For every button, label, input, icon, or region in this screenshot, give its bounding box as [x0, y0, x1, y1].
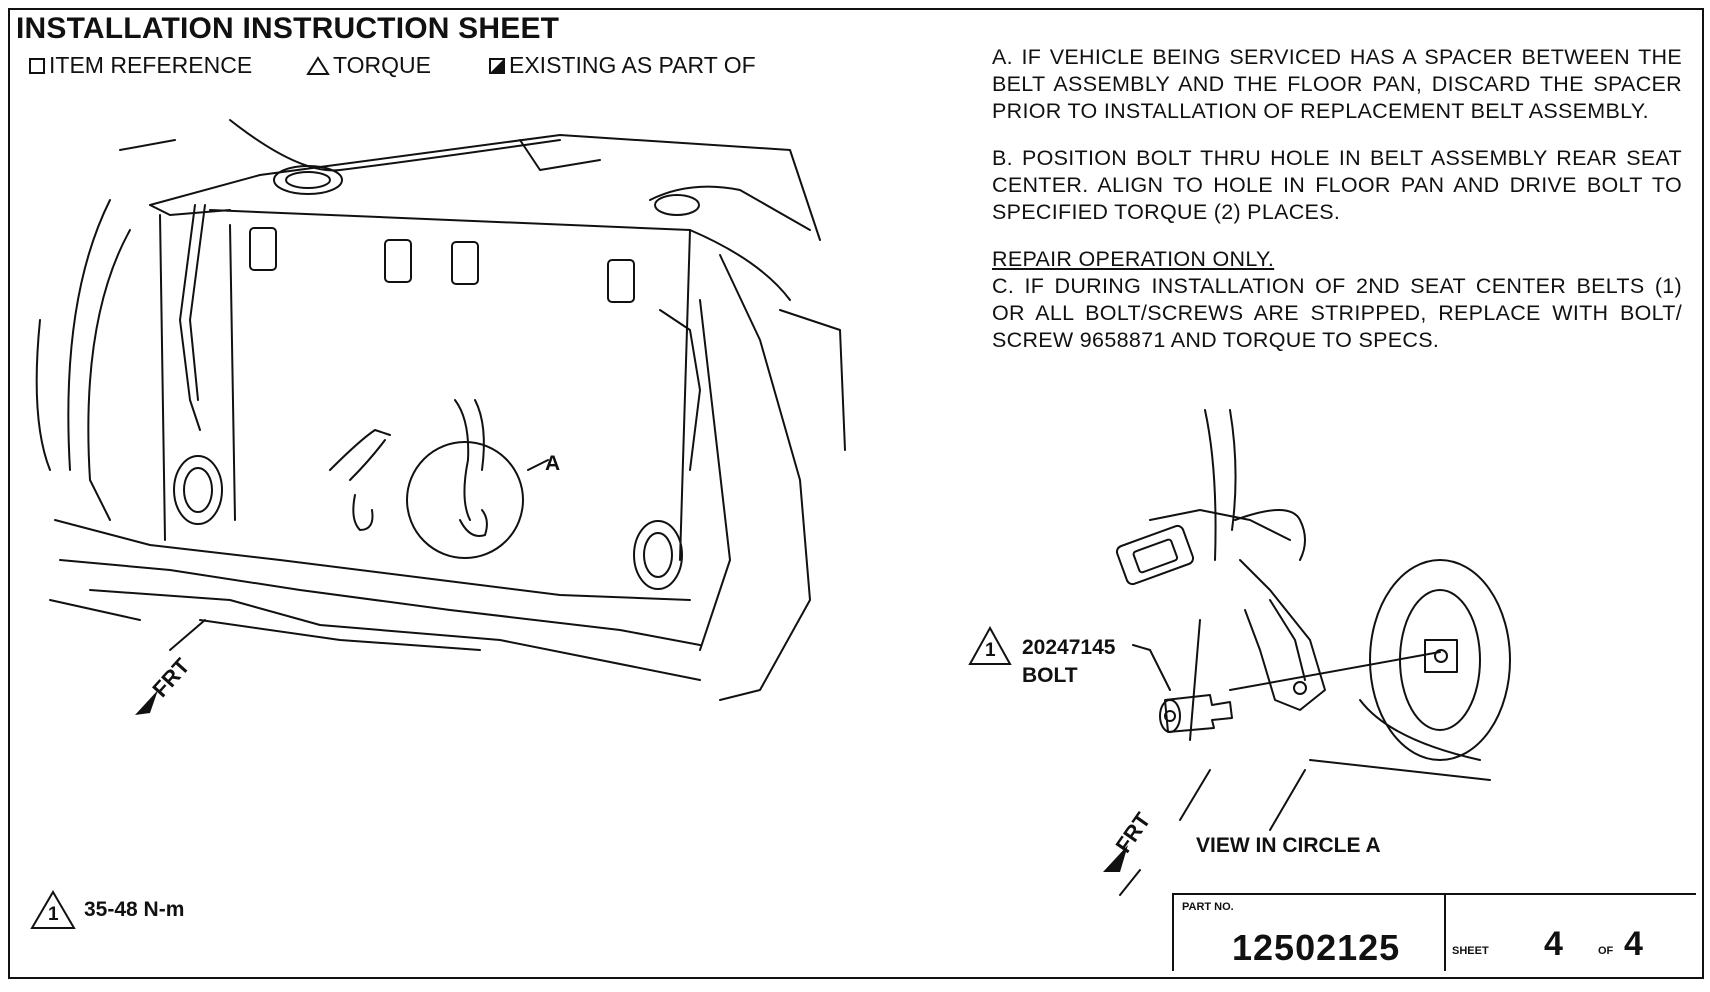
front-arrow-icon-left: [135, 690, 158, 715]
square-icon: [29, 57, 45, 74]
legend-item-reference-label: ITEM REFERENCE: [49, 52, 253, 78]
title-block: PART NO. 12502125 SHEET 4 OF 4: [1172, 893, 1696, 971]
legend-torque-label: TORQUE: [333, 52, 431, 78]
legend-torque: TORQUE: [306, 52, 431, 79]
instruction-sheet: [8, 8, 1704, 979]
circle-a-callout: A: [545, 452, 561, 475]
bolt-torque-ref-number: 1: [985, 640, 996, 661]
view-caption: VIEW IN CIRCLE A: [1196, 834, 1381, 857]
torque-value: 35-48 N-m: [84, 898, 185, 921]
triangle-icon: [306, 55, 330, 75]
torque-ref-icon: 1: [30, 890, 76, 930]
sheet-label: SHEET: [1452, 945, 1489, 957]
sheet-title: INSTALLATION INSTRUCTION SHEET: [16, 12, 560, 45]
repair-operation-heading: REPAIR OPERATION ONLY.: [992, 247, 1275, 271]
bolt-torque-ref: 1: [968, 625, 1012, 671]
sheet-total: 4: [1624, 925, 1643, 963]
instruction-notes: A. IF VEHICLE BEING SERVICED HAS A SPACE…: [992, 44, 1682, 354]
legend-existing: EXISTING AS PART OF: [488, 52, 756, 79]
note-a: A. IF VEHICLE BEING SERVICED HAS A SPACE…: [992, 45, 1682, 123]
front-arrow-icon-right: [1103, 845, 1128, 872]
part-number-label: PART NO.: [1182, 901, 1234, 913]
legend-existing-label: EXISTING AS PART OF: [509, 52, 756, 78]
legend-item-reference: ITEM REFERENCE: [28, 52, 252, 79]
note-b: B. POSITION BOLT THRU HOLE IN BELT ASSEM…: [992, 146, 1682, 224]
title-block-divider: [1444, 895, 1446, 971]
torque-spec: 1 35-48 N-m: [30, 890, 184, 930]
bolt-label: BOLT: [1022, 664, 1078, 687]
vehicle-interior-drawing: [35, 119, 846, 701]
triangle-icon: [30, 890, 76, 929]
of-label: OF: [1598, 945, 1614, 957]
sheet-number: 4: [1544, 925, 1563, 963]
part-number: 12502125: [1232, 927, 1401, 968]
detail-view-drawing: [1115, 409, 1511, 896]
half-filled-square-icon: [489, 57, 505, 74]
torque-ref-number: 1: [48, 904, 59, 925]
note-c: C. IF DURING INSTALLATION OF 2ND SEAT CE…: [992, 274, 1682, 352]
bolt-part-number: 20247145: [1022, 636, 1116, 659]
triangle-icon: [968, 625, 1012, 665]
